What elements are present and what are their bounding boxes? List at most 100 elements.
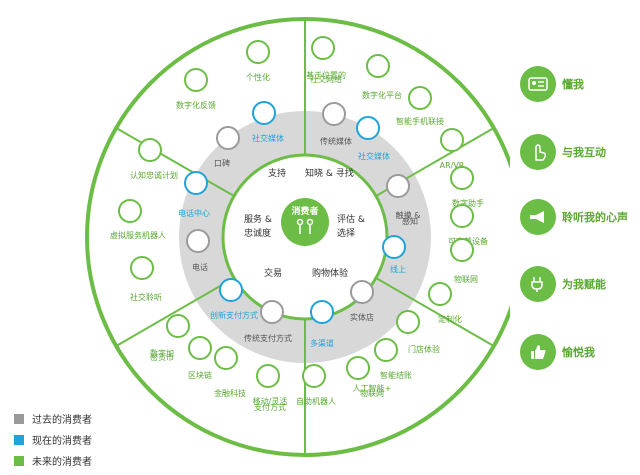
wearable-icon bbox=[450, 204, 474, 228]
mobile-icon bbox=[256, 364, 280, 388]
fintech-icon bbox=[214, 346, 238, 370]
location-icon bbox=[311, 36, 335, 60]
item-label: 社交媒体 bbox=[252, 133, 284, 143]
stage-transaction: 交易 bbox=[264, 267, 282, 279]
center-label: 消费者 bbox=[291, 205, 318, 217]
item-label: 社交聆听 bbox=[130, 292, 162, 302]
megaphone-icon bbox=[520, 199, 556, 235]
item-label: 感知 bbox=[402, 216, 418, 226]
share-icon bbox=[366, 54, 390, 78]
sector-divider bbox=[115, 277, 235, 347]
item-label: 社交网络 bbox=[310, 74, 342, 84]
smartphone-icon bbox=[408, 86, 432, 110]
item-label: 传统支付方式 bbox=[244, 333, 292, 343]
multichannel-icon bbox=[310, 300, 334, 324]
item-label: 触摸 & bbox=[396, 210, 421, 220]
right-item-listen: 聆听我的心声 bbox=[520, 199, 628, 235]
item-label: 电话 bbox=[192, 262, 208, 272]
id-card-icon bbox=[520, 66, 556, 102]
gift-icon bbox=[428, 282, 452, 306]
legend-past: 过去的消费者 bbox=[14, 411, 92, 426]
crypto-icon bbox=[166, 314, 190, 338]
search-icon bbox=[386, 174, 410, 198]
item-label: 传统媒体 bbox=[320, 136, 352, 146]
social-media-icon bbox=[252, 101, 276, 125]
item-label: 人工智能+ bbox=[353, 383, 392, 393]
item-label: 自助机器人 bbox=[296, 396, 336, 406]
social-media-icon bbox=[356, 116, 380, 140]
checkout-icon bbox=[374, 338, 398, 362]
item-label: 数字助手 bbox=[452, 198, 484, 208]
item-label: 物联网 bbox=[454, 274, 478, 284]
chip-icon bbox=[118, 199, 142, 223]
legend-swatch bbox=[14, 434, 24, 445]
legend-swatch bbox=[14, 455, 24, 466]
thumbs-up-icon bbox=[520, 334, 556, 370]
item-label: 个性化 bbox=[246, 72, 270, 82]
plug-icon bbox=[520, 266, 556, 302]
robot-icon bbox=[302, 364, 326, 388]
item-label: 智能手机联接 bbox=[396, 116, 444, 126]
item-label: 口碑 bbox=[214, 158, 230, 168]
legend-future: 未来的消费者 bbox=[14, 453, 92, 468]
sector-divider bbox=[115, 127, 235, 197]
item-label: 认知忠诚计划 bbox=[130, 170, 178, 180]
people-icon bbox=[296, 218, 314, 234]
item-label: 虚拟服务机器人 bbox=[110, 230, 166, 240]
vr-icon bbox=[440, 128, 464, 152]
right-item-label: 愉悦我 bbox=[562, 346, 595, 359]
legend-label: 现在的消费者 bbox=[32, 436, 92, 447]
ai-icon bbox=[346, 356, 370, 380]
item-label: 定制化 bbox=[438, 314, 462, 324]
legend-label: 未来的消费者 bbox=[32, 457, 92, 468]
stage-aware-search: 知晓 & 寻找 bbox=[305, 167, 354, 179]
phone-icon bbox=[186, 229, 210, 253]
iot-icon bbox=[450, 238, 474, 262]
share-icon bbox=[184, 68, 208, 92]
right-item-delight: 愉悦我 bbox=[520, 334, 595, 370]
item-label: 物联网 bbox=[360, 388, 384, 398]
stage-shopping: 购物体验 bbox=[312, 267, 348, 279]
basket-icon bbox=[396, 310, 420, 334]
listening-icon bbox=[130, 256, 154, 280]
right-item-understand-me: 懂我 bbox=[520, 66, 584, 102]
item-label: 金融科技 bbox=[214, 388, 246, 398]
legend-swatch bbox=[14, 413, 24, 424]
stage-support: 支持 bbox=[268, 167, 286, 179]
item-label: 社交媒体 bbox=[358, 151, 390, 161]
headset-icon bbox=[184, 171, 208, 195]
card-icon bbox=[260, 300, 284, 324]
item-label: 数字化反馈 bbox=[176, 100, 216, 110]
gear-icon bbox=[246, 40, 270, 64]
legend-present: 现在的消费者 bbox=[14, 432, 92, 447]
assistant-icon bbox=[450, 166, 474, 190]
store-icon bbox=[350, 280, 374, 304]
legend-label: 过去的消费者 bbox=[32, 415, 92, 426]
mobile-pay-icon bbox=[219, 278, 243, 302]
right-item-label: 聆听我的心声 bbox=[562, 211, 628, 224]
right-item-interact: 与我互动 bbox=[520, 134, 606, 170]
item-label: 线上 bbox=[390, 264, 406, 274]
blockchain-icon bbox=[188, 336, 212, 360]
right-item-label: 与我互动 bbox=[562, 146, 606, 159]
item-label: 支付方式 bbox=[254, 402, 286, 412]
right-item-label: 为我赋能 bbox=[562, 278, 606, 291]
touch-icon bbox=[520, 134, 556, 170]
item-label: AR/VR bbox=[440, 161, 465, 170]
item-label: 基于位置的 bbox=[306, 70, 346, 80]
item-label: 数字化平台 bbox=[362, 90, 402, 100]
sector-divider bbox=[375, 277, 495, 347]
traditional-media-icon bbox=[322, 102, 346, 126]
brain-icon bbox=[138, 138, 162, 162]
item-label: 密货币 bbox=[150, 352, 174, 362]
stage-evaluate: 评估 & bbox=[337, 213, 365, 225]
center-circle bbox=[281, 198, 329, 246]
stage-service: 服务 & bbox=[244, 213, 272, 225]
item-label: 实体店 bbox=[350, 312, 374, 322]
item-label: 智能结账 bbox=[380, 370, 412, 380]
item-label: 多渠道 bbox=[310, 338, 334, 348]
stage-loyalty: 忠诚度 bbox=[244, 227, 271, 239]
item-label: 数字加 bbox=[150, 348, 174, 358]
word-of-mouth-icon bbox=[216, 126, 240, 150]
right-item-empower: 为我赋能 bbox=[520, 266, 606, 302]
